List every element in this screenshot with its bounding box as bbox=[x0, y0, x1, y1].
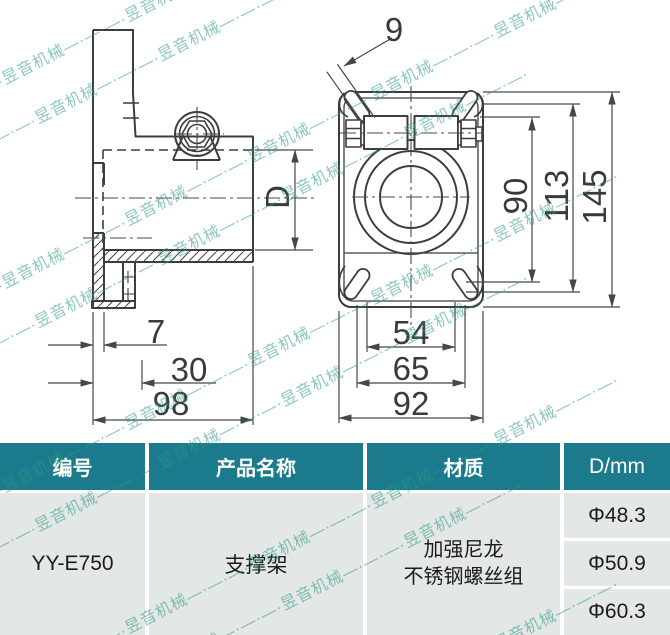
spec-table: 编号 产品名称 材质 D/mm YY-E750 支撑架 加强尼龙 不锈钢螺丝组 … bbox=[0, 443, 670, 635]
cell-product-code: YY-E750 bbox=[0, 493, 145, 635]
dim-9-label: 9 bbox=[385, 11, 403, 48]
material-line-1: 加强尼龙 bbox=[423, 539, 504, 561]
dim-65-label: 65 bbox=[393, 350, 430, 387]
dim-54-label: 54 bbox=[393, 314, 430, 351]
dim-30-label: 30 bbox=[171, 351, 208, 388]
material-line-2: 不锈钢螺丝组 bbox=[403, 566, 524, 588]
dimension-lines bbox=[48, 37, 620, 425]
dim-7-label: 7 bbox=[147, 313, 165, 350]
spec-table-header-row: 编号 产品名称 材质 D/mm bbox=[0, 443, 670, 490]
d-value-2: Φ50.9 bbox=[564, 541, 670, 586]
dim-90-label: 90 bbox=[497, 178, 534, 215]
side-view-centerlines bbox=[75, 107, 318, 239]
side-view-hidden-lines bbox=[102, 149, 253, 250]
cell-material: 加强尼龙 不锈钢螺丝组 bbox=[367, 493, 560, 635]
header-cell-material: 材质 bbox=[367, 443, 560, 490]
spec-table-body-row: YY-E750 支撑架 加强尼龙 不锈钢螺丝组 Φ48.3 Φ50.9 Φ60.… bbox=[0, 493, 670, 635]
d-value-3: Φ60.3 bbox=[564, 589, 670, 635]
side-view bbox=[91, 29, 254, 309]
header-cell-d-mm: D/mm bbox=[564, 443, 670, 490]
dimension-labels: 7 30 98 D 9 90 113 145 54 65 92 bbox=[147, 11, 613, 422]
dim-92-label: 92 bbox=[393, 385, 430, 422]
front-view-centerlines bbox=[340, 86, 484, 330]
dim-145-label: 145 bbox=[576, 169, 613, 224]
header-cell-product-name: 产品名称 bbox=[149, 443, 363, 490]
cell-product-name: 支撑架 bbox=[149, 493, 363, 635]
technical-drawing: 7 30 98 D 9 90 113 145 54 65 92 bbox=[48, 11, 620, 425]
dim-98-label: 98 bbox=[153, 385, 190, 422]
header-cell-code: 编号 bbox=[0, 443, 145, 490]
dim-113-label: 113 bbox=[538, 170, 575, 223]
drawing-svg: 7 30 98 D 9 90 113 145 54 65 92 bbox=[48, 11, 620, 425]
cell-d-values: Φ48.3 Φ50.9 Φ60.3 bbox=[564, 493, 670, 635]
d-value-1: Φ48.3 bbox=[564, 493, 670, 538]
dim-D-label: D bbox=[259, 185, 296, 209]
